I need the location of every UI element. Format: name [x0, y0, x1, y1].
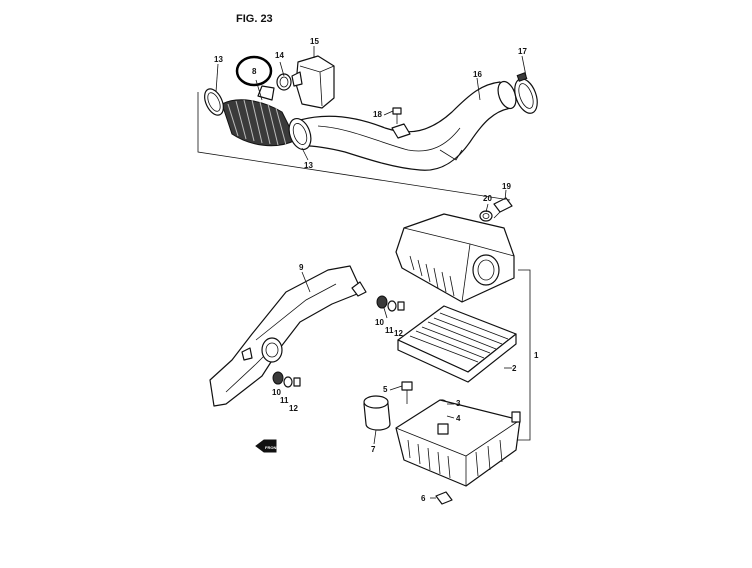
upper-group-bracket: [197, 92, 511, 201]
callout-20: 20: [483, 194, 492, 203]
front-arrow-label: FRONT: [265, 445, 279, 450]
front-arrow-icon: FRONT: [255, 439, 279, 453]
bolt-5: [401, 381, 413, 404]
inlet-duct-9: [209, 265, 367, 407]
air-cleaner-cap: [395, 213, 515, 303]
callout-14: 14: [275, 51, 284, 60]
callout-16: 16: [473, 70, 482, 79]
fastener-set-upper: [376, 295, 405, 312]
callout-12-upper: 12: [394, 329, 403, 338]
callout-15: 15: [310, 37, 319, 46]
callout-7: 7: [371, 445, 376, 454]
corrugated-hose-8: [221, 85, 297, 147]
callout-1: 1: [534, 351, 539, 360]
resonator-15: [291, 55, 335, 109]
callout-2: 2: [512, 364, 517, 373]
callout-18: 18: [373, 110, 382, 119]
callout-13-bottom: 13: [304, 161, 313, 170]
callout-5: 5: [383, 385, 388, 394]
figure-title: FIG. 23: [236, 13, 273, 25]
callout-10-lower: 10: [272, 388, 281, 397]
filter-element-2: [397, 305, 517, 383]
air-cleaner-case: [395, 399, 521, 487]
sensor-19: [493, 197, 513, 219]
fastener-set-lower: [272, 371, 301, 388]
callout-labels: 13 8 14 15 13 16 17 18 19 20 9 10 11 12 …: [214, 37, 539, 503]
callout-6: 6: [421, 494, 426, 503]
callout-8: 8: [252, 67, 257, 76]
callout-11-upper: 11: [385, 326, 394, 335]
leader-lines: [215, 46, 527, 499]
callout-11-lower: 11: [280, 396, 289, 405]
clip-6: [435, 491, 453, 505]
callout-9: 9: [299, 263, 304, 272]
rubber-sleeve-7: [363, 395, 391, 431]
bolt-18: [391, 107, 411, 139]
callout-10-upper: 10: [375, 318, 384, 327]
callout-3: 3: [456, 399, 461, 408]
callout-19: 19: [502, 182, 511, 191]
callout-12-lower: 12: [289, 404, 298, 413]
highlight-circle: [235, 55, 273, 87]
hose-clamp-13-left: [204, 88, 224, 116]
clamp-14: [276, 73, 292, 91]
callout-4: 4: [456, 414, 461, 423]
hose-clamp-13-right: [288, 117, 312, 151]
callout-17: 17: [518, 47, 527, 56]
hose-clamp-17: [514, 72, 538, 114]
case-group-bracket: [512, 269, 531, 441]
grommet-20: [479, 210, 493, 222]
callout-13-top: 13: [214, 55, 223, 64]
intake-pipe-16: [295, 80, 517, 171]
